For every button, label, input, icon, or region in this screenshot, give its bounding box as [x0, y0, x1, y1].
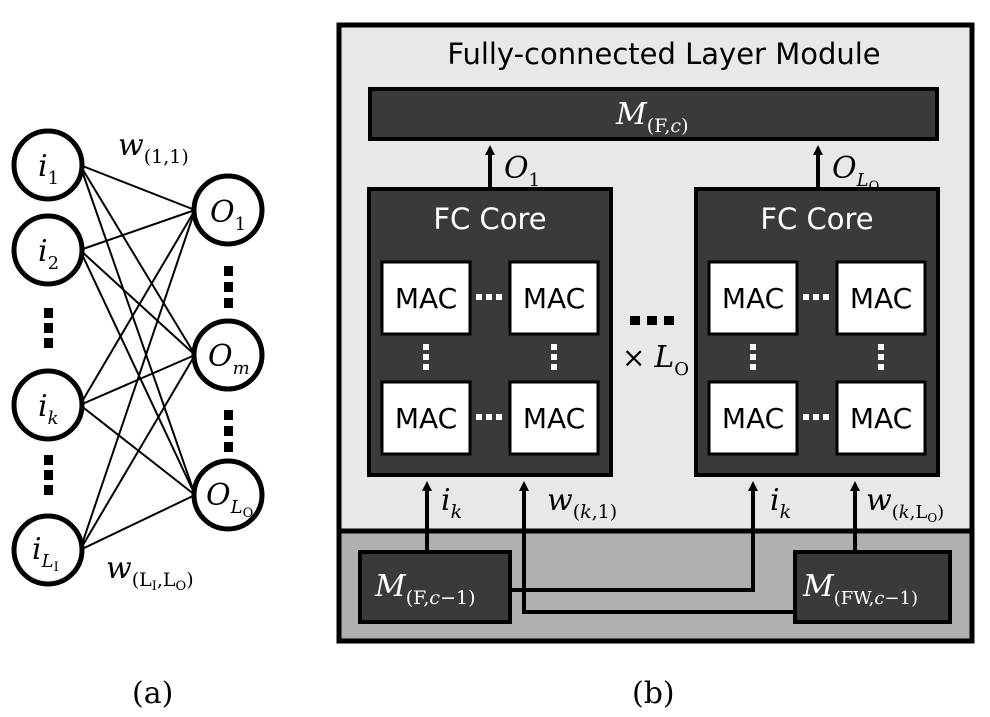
- output-memory-bar: [368, 87, 939, 141]
- input-node-1: i1: [11, 128, 85, 202]
- mac-right-tr-label: MAC: [850, 282, 912, 315]
- network-connections: [79, 164, 196, 551]
- data-wires: [422, 481, 860, 614]
- mac-right-br: [835, 380, 927, 456]
- output-node-last-label: OLO: [206, 478, 253, 521]
- input-label-right: ik: [770, 483, 791, 523]
- fc-core-left-title: FC Core: [433, 202, 546, 236]
- output-ellipsis-top: [224, 266, 233, 308]
- input-ellipsis-top: [44, 308, 53, 348]
- mac-left-bl-label: MAC: [395, 402, 457, 435]
- input-node-k: ik: [11, 368, 85, 442]
- output-ellipsis-bottom: [224, 410, 233, 452]
- weight-label-top: w(1,1): [118, 128, 189, 168]
- feature-memory-box: [358, 550, 512, 624]
- mac-left-tr-label: MAC: [523, 282, 585, 315]
- weight-label-left: w(k,1): [547, 483, 617, 523]
- mac-right-ellipses: [750, 294, 884, 420]
- input-node-2: i2: [11, 213, 85, 287]
- mac-right-tl: [707, 260, 799, 336]
- module-title: Fully-connected Layer Module: [447, 37, 880, 71]
- mac-right-bl-label: MAC: [722, 402, 784, 435]
- output-node-last: OLO: [191, 458, 265, 532]
- mac-left-bl: [380, 380, 472, 456]
- mac-right-bl: [707, 380, 799, 456]
- repeat-label: × LO: [622, 340, 689, 380]
- input-node-last: iLI: [11, 513, 85, 587]
- output-node-1-label: O1: [210, 195, 246, 235]
- input-node-last-label: iLI: [32, 532, 59, 575]
- input-ellipsis-bottom: [44, 455, 53, 495]
- input-node-k-label: ik: [38, 389, 59, 429]
- mac-left-tl: [380, 260, 472, 336]
- weight-label-bottom: w(LI,LO): [106, 551, 194, 594]
- fc-core-right: FC Core MAC MAC MAC MAC: [694, 187, 940, 477]
- weight-label-right: w(k,LO): [866, 483, 944, 525]
- mac-right-tr: [835, 260, 927, 336]
- fc-core-right-title: FC Core: [760, 202, 873, 236]
- weight-arrow-left: [519, 481, 795, 614]
- core-repeat-ellipsis: [630, 316, 674, 325]
- output-node-m: Om: [191, 318, 265, 392]
- fc-core-left: FC Core MAC MAC MAC MAC: [367, 187, 613, 477]
- input-label-left: ik: [441, 483, 462, 523]
- mac-right-br-label: MAC: [850, 402, 912, 435]
- mac-left-ellipses: [423, 294, 557, 420]
- output-label-right: OLO: [832, 151, 879, 194]
- panel-a-network: i1 i2 ik iLI O1: [11, 128, 265, 711]
- panel-b-module: Fully-connected Layer Module M(F,c) O1 O…: [336, 22, 975, 711]
- mac-left-br-label: MAC: [523, 402, 585, 435]
- output-memory-label: M(F,c): [615, 97, 688, 137]
- mac-right-tl-label: MAC: [722, 282, 784, 315]
- output-node-m-label: Om: [208, 339, 250, 379]
- weight-memory-box: [793, 550, 952, 624]
- input-node-2-label: i2: [38, 234, 59, 274]
- caption-a: (a): [132, 676, 173, 711]
- mac-left-br: [508, 380, 600, 456]
- caption-b: (b): [632, 676, 675, 711]
- mac-left-tl-label: MAC: [395, 282, 457, 315]
- output-node-1: O1: [191, 173, 265, 247]
- output-label-left: O1: [504, 151, 540, 191]
- feature-memory-label: M(F,c−1): [374, 569, 475, 609]
- weight-memory-label: M(FW,c−1): [802, 569, 918, 609]
- input-node-1-label: i1: [38, 149, 59, 189]
- mac-left-tr: [508, 260, 600, 336]
- input-arrow-right: [510, 481, 758, 592]
